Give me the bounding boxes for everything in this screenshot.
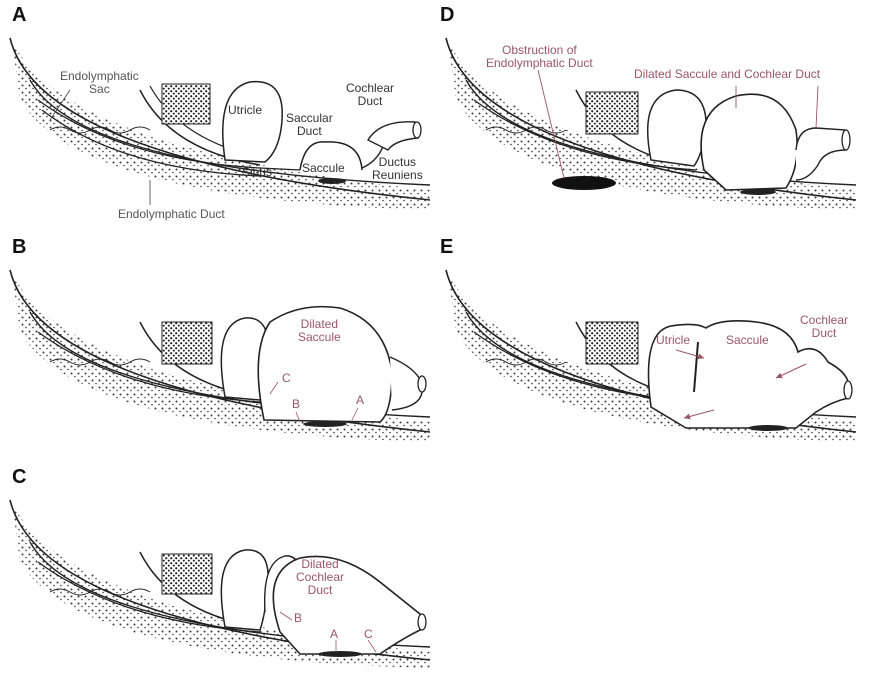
- label-dilated-saccule-cochlear: Dilated Saccule and Cochlear Duct: [634, 67, 821, 81]
- panel-a-drawing: [9, 37, 431, 210]
- dilated-cochlear-duct: [795, 127, 847, 181]
- outer-wall: [9, 37, 431, 201]
- cochlear-duct-tube: [367, 121, 419, 151]
- macula: [740, 189, 776, 195]
- bone-region: [12, 502, 430, 668]
- dilated-saccule-outline: [700, 93, 799, 191]
- endolymphatic-duct-wave: [485, 126, 567, 134]
- dilated-cochlear-duct-outline: [272, 555, 421, 655]
- pointer-cochlear: [815, 85, 819, 129]
- pointer-c: [269, 381, 279, 395]
- saccule-outline: [299, 141, 363, 171]
- flow-arrow-3: [683, 409, 715, 420]
- cochlear-duct-end: [841, 129, 851, 151]
- label-utricle: Utricle: [228, 103, 263, 117]
- label-point-a: A: [356, 393, 365, 407]
- label-point-c: C: [364, 627, 373, 641]
- pointer-obstruction: [537, 69, 565, 179]
- cochlear-duct-end: [417, 375, 427, 393]
- panel-b-drawing: [9, 269, 431, 442]
- obstruction-mass: [552, 176, 616, 190]
- dilated-saccule-outline: [257, 305, 393, 423]
- label-saccule: Saccule: [726, 333, 769, 347]
- panel-c: C Dilated Cochlear Duct B A C: [0, 462, 440, 678]
- pointer-sac: [49, 89, 71, 121]
- utricle-outline: [222, 80, 283, 163]
- ruptured-membrane: [693, 341, 699, 393]
- endolymphatic-duct-wave: [49, 588, 151, 596]
- panel-e-drawing: [445, 269, 857, 442]
- label-ductus-reuniens: Ductus Reuniens: [372, 155, 423, 182]
- endolymphatic-duct-tube-2: [41, 109, 261, 177]
- pointer-b: [295, 411, 301, 423]
- panel-a: A Endolymphatic Sac Utricle Saccular Duc…: [0, 0, 440, 230]
- panel-letter: E: [440, 236, 454, 258]
- panel-letter: C: [12, 466, 27, 488]
- label-point-b: B: [292, 397, 301, 411]
- utricle-outline: [220, 549, 269, 631]
- label-cochlear-duct: Cochlear Duct: [346, 81, 395, 108]
- flow-arrow-1: [675, 349, 705, 360]
- endolymphatic-duct-tube: [37, 331, 261, 403]
- label-utricle: Utricle: [656, 333, 691, 347]
- label-endolymphatic-duct: Endolymphatic Duct: [118, 207, 225, 221]
- macula: [318, 178, 346, 184]
- pointer-c: [367, 639, 377, 653]
- label-dilated-saccule: Dilated Saccule: [298, 317, 341, 344]
- panel-c-drawing: [9, 499, 431, 668]
- macula: [303, 421, 347, 427]
- dotted-block: [585, 321, 639, 365]
- pointer-b: [279, 611, 293, 621]
- utricle-outline: [647, 89, 707, 167]
- endolymphatic-duct-tube: [37, 99, 301, 171]
- flow-arrow-2: [775, 363, 807, 379]
- endolymphatic-duct-wave: [49, 126, 151, 134]
- pointer-a: [351, 407, 359, 421]
- label-cochlear-duct: Cochlear Duct: [800, 313, 849, 340]
- endolymphatic-duct-wave: [485, 358, 567, 366]
- panel-letter: B: [12, 236, 27, 258]
- label-point-c: C: [282, 371, 291, 385]
- label-sinus: Sinus: [242, 165, 273, 179]
- panel-letter: A: [12, 4, 27, 26]
- label-dilated-cochlear-duct: Dilated Cochlear Duct: [296, 557, 345, 597]
- label-endolymphatic-sac: Endolymphatic Sac: [60, 69, 139, 96]
- endolymphatic-duct-tube: [37, 561, 261, 633]
- cochlear-duct-end: [417, 613, 427, 631]
- endolymphatic-duct-wave: [49, 358, 151, 366]
- label-saccule: Saccule: [302, 161, 345, 175]
- cochlear-duct-end: [412, 121, 422, 139]
- label-point-b: B: [294, 611, 303, 625]
- cochlear-duct-end: [843, 380, 853, 400]
- macula: [748, 425, 788, 431]
- label-point-a: A: [330, 627, 339, 641]
- dotted-block: [161, 321, 213, 365]
- panel-letter: D: [440, 4, 455, 26]
- dotted-block: [161, 553, 213, 595]
- dotted-block: [161, 83, 211, 125]
- label-saccular-duct: Saccular Duct: [286, 111, 333, 138]
- macula: [318, 651, 362, 657]
- panel-d-drawing: [445, 37, 857, 210]
- panel-e: E Utricle Saccule Cochlear Duct: [436, 232, 876, 452]
- panel-b: B Dilated Saccule C B A: [0, 232, 440, 452]
- bone-region: [12, 40, 430, 210]
- dotted-block: [585, 91, 639, 135]
- panel-d: D Obstruction of Endolymphatic Duct Dila…: [436, 0, 876, 230]
- endolymphatic-duct-tube: [473, 99, 697, 171]
- label-obstruction: Obstruction of Endolymphatic Duct: [486, 43, 593, 70]
